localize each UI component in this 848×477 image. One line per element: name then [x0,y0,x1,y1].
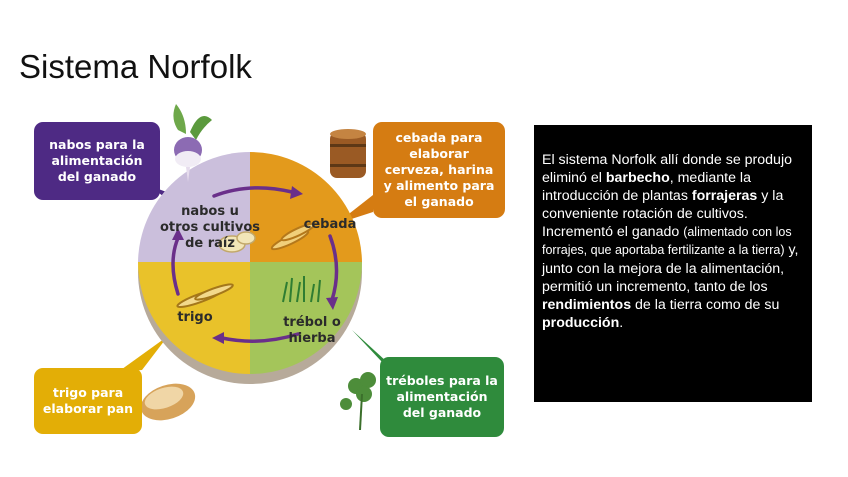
root-icon [218,231,256,253]
rotation-arrowheads [172,186,338,344]
wheel-label-trigo: trigo [177,310,213,325]
wheat-icon [176,283,234,309]
text-part-6: de la tierra como de su [631,296,780,313]
barley-icon [270,222,316,251]
wheel-label-nabos: nabos u otros cultivos de raíz [160,204,260,251]
bread-icon [140,383,196,421]
text-bold-forrajeras: forrajeras [691,188,758,205]
clover-icon [340,372,376,431]
quadrant-nabos [138,152,250,262]
wheel-label-cebada: cebada [303,217,357,232]
text-part-1: El sistema Norfolk allí donde se produjo… [542,152,792,187]
wheel-label-trebol: trébol o hierba [283,315,341,346]
quadrant-cebada [250,152,362,262]
barrel-icon [330,129,366,178]
text-part-5: y, junto con la mejora de la alimentació… [542,242,799,295]
text-bold-barbecho: barbecho [605,170,670,187]
text-part-3: y la conveniente rotación de cultivos. I… [542,188,784,241]
grass-icon [282,276,321,303]
callout-treboles: tréboles para la alimentación del ganado [380,357,504,437]
text-part-2: , mediante la introducción de plantas [542,170,751,205]
description-textbox: El sistema Norfolk allí donde se produjo… [534,125,812,402]
callout-trigo: trigo para elaborar pan [34,368,142,434]
turnip-icon [173,104,212,182]
text-bold-rendimientos: rendimientos [542,296,632,313]
text-part-4-small: (alimentado con los forrajes, que aporta… [542,225,792,258]
text-bold-produccion: producción [542,314,620,331]
rotation-arrows [171,186,339,343]
connector-yellow [118,336,168,372]
callout-cebada: cebada para elaborar cerveza, harina y a… [373,122,505,218]
callout-nabos: nabos para la alimentación del ganado [34,122,160,200]
text-part-7: . [619,314,624,331]
page-title: Sistema Norfolk [19,48,252,85]
